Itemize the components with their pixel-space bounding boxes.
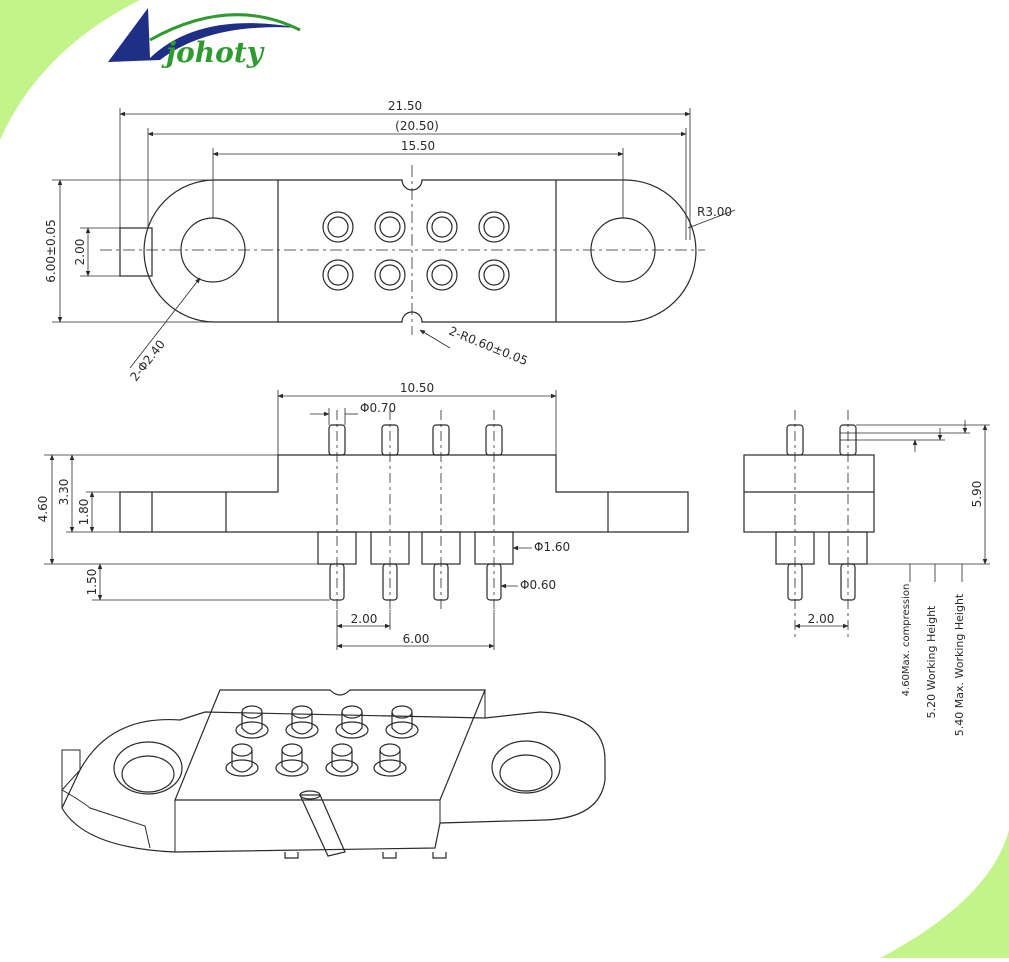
dim-tab-height: 2.00	[73, 239, 87, 266]
note-working-height: 5.20 Working Height	[925, 605, 938, 718]
dim-flange-height: 1.80	[77, 499, 91, 526]
dim-barrel-diameter: Φ1.60	[534, 540, 570, 554]
iso-pins	[225, 705, 419, 777]
dim-pin-span: 6.00	[403, 632, 430, 646]
dim-body-width: 10.50	[400, 381, 434, 395]
dim-total-height: 4.60	[36, 496, 50, 523]
note-max-compression: 4.60Max. compression	[901, 584, 912, 697]
top-view-tab	[119, 227, 153, 277]
logo-text: johoty	[161, 36, 265, 69]
iso-hole-left	[113, 741, 183, 795]
side-view-body	[743, 454, 875, 533]
iso-hole-right	[491, 740, 561, 794]
dim-side-total-height: 5.90	[970, 481, 984, 508]
top-view	[52, 108, 736, 369]
top-view-outline	[143, 179, 697, 323]
front-view	[44, 390, 689, 650]
dim-reference-length: (20.50)	[395, 119, 439, 133]
corner-decoration-bottom-right	[880, 830, 1009, 958]
dim-mount-hole-diameter: 2-Φ2.40	[127, 337, 168, 384]
dim-pin-pitch: 2.00	[351, 612, 378, 626]
logo-arc-icon	[149, 13, 301, 42]
brand-logo: johoty	[108, 8, 301, 69]
side-view	[743, 410, 990, 640]
dim-notch-radius: 2-R0.60±0.05	[447, 324, 530, 368]
dim-overall-length: 21.50	[388, 99, 422, 113]
corner-decoration-top-left	[0, 0, 140, 140]
iso-tail-pin	[299, 794, 346, 857]
isometric-view	[61, 689, 606, 859]
iso-center-block	[174, 689, 486, 801]
front-view-pins	[317, 424, 514, 601]
logo-swoosh-icon	[108, 8, 300, 62]
note-max-working-height: 5.40 Max. Working Height	[953, 593, 966, 736]
dim-pin-tip-diameter: Φ0.70	[360, 401, 396, 415]
front-view-body	[119, 454, 689, 533]
dim-overall-height: 6.00±0.05	[44, 219, 58, 283]
dim-tail-diameter: Φ0.60	[520, 578, 556, 592]
dim-body-height: 3.30	[57, 479, 71, 506]
dim-hole-spacing: 15.50	[401, 139, 435, 153]
dim-side-pin-pitch: 2.00	[808, 612, 835, 626]
dim-tail-length: 1.50	[85, 569, 99, 596]
dim-end-radius: R3.00	[697, 205, 732, 219]
mount-hole-left	[180, 217, 246, 283]
pin-grid-top	[322, 211, 510, 291]
iso-base-plate	[61, 711, 606, 853]
